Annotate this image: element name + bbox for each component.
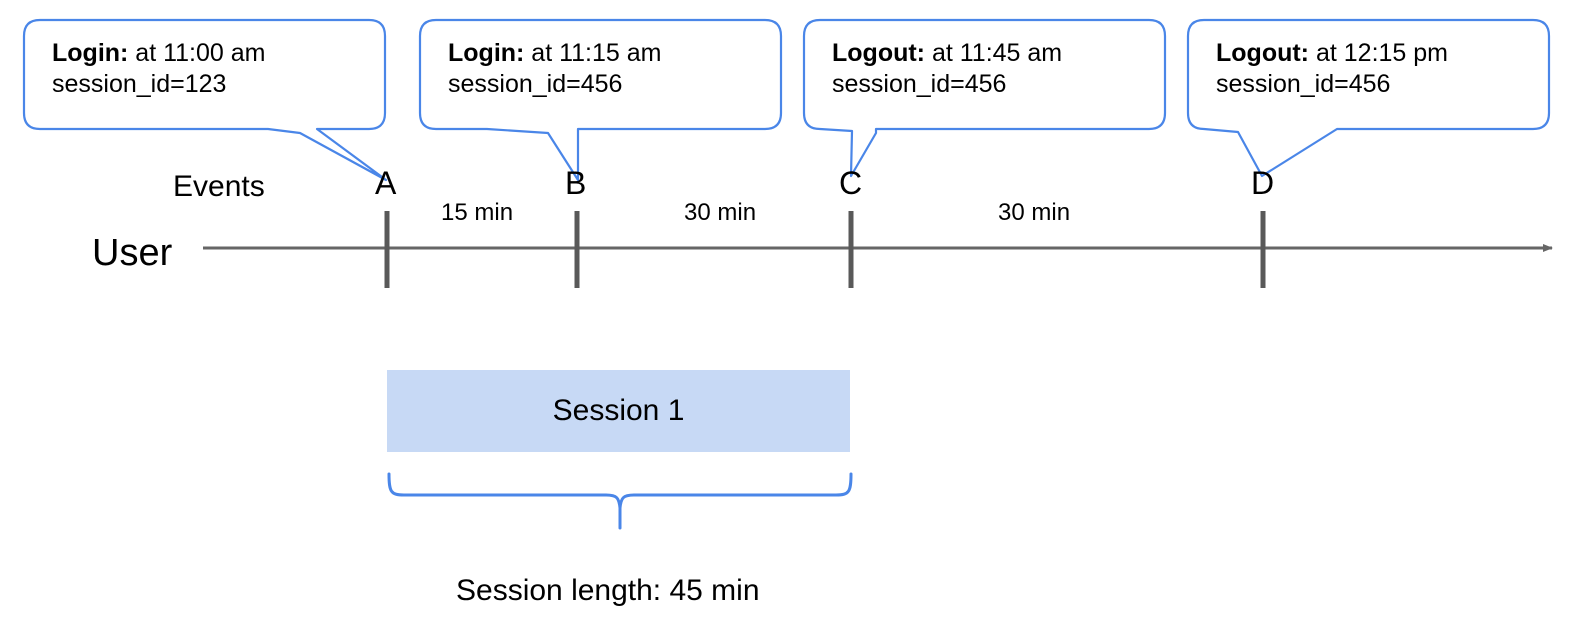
callout-b-line1: Login: at 11:15 am [448, 38, 661, 69]
callout-a-event: Login: [52, 39, 129, 67]
session-brace [387, 472, 853, 530]
callout-d-session: session_id=456 [1216, 70, 1391, 99]
callout-c-event: Logout: [832, 39, 926, 67]
session-length-caption: Session length: 45 min [456, 574, 760, 607]
session-1-label: Session 1 [552, 394, 685, 427]
callout-c-session: session_id=456 [832, 70, 1007, 99]
callout-b-event: Login: [448, 39, 525, 67]
callout-a-session: session_id=123 [52, 70, 227, 99]
callout-text-b: Login: at 11:15 am session_id=456 [448, 38, 661, 101]
callout-bubble-c[interactable] [802, 18, 1167, 178]
interval-label-cd: 30 min [998, 199, 1071, 226]
callout-text-c: Logout: at 11:45 am session_id=456 [832, 38, 1062, 101]
callout-d-event: Logout: [1216, 39, 1310, 67]
callout-c-line1: Logout: at 11:45 am [832, 38, 1062, 69]
callout-a-detail: at 11:00 am [128, 39, 266, 67]
callout-c-detail: at 11:45 am [925, 39, 1063, 67]
callout-text-a: Login: at 11:00 am session_id=123 [52, 38, 265, 101]
marker-label-d: D [1251, 165, 1275, 201]
callout-b-detail: at 11:15 am [524, 39, 662, 67]
callout-d-line1: Logout: at 12:15 pm [1216, 38, 1448, 69]
user-row-label: User [92, 232, 173, 274]
interval-label-ab: 15 min [441, 199, 514, 226]
session-1-box: Session 1 [387, 370, 850, 452]
callout-bubble-d[interactable] [1186, 18, 1551, 178]
callout-bubble-b[interactable] [418, 18, 783, 182]
marker-label-b: B [565, 165, 587, 201]
marker-label-c: C [839, 165, 863, 201]
callout-text-d: Logout: at 12:15 pm session_id=456 [1216, 38, 1448, 101]
callout-b-session: session_id=456 [448, 70, 623, 99]
interval-label-bc: 30 min [684, 199, 757, 226]
events-row-label: Events [173, 170, 265, 203]
callout-bubble-a[interactable] [22, 18, 388, 182]
callout-d-detail: at 12:15 pm [1309, 39, 1448, 67]
marker-label-a: A [375, 165, 397, 201]
callout-a-line1: Login: at 11:00 am [52, 38, 265, 69]
